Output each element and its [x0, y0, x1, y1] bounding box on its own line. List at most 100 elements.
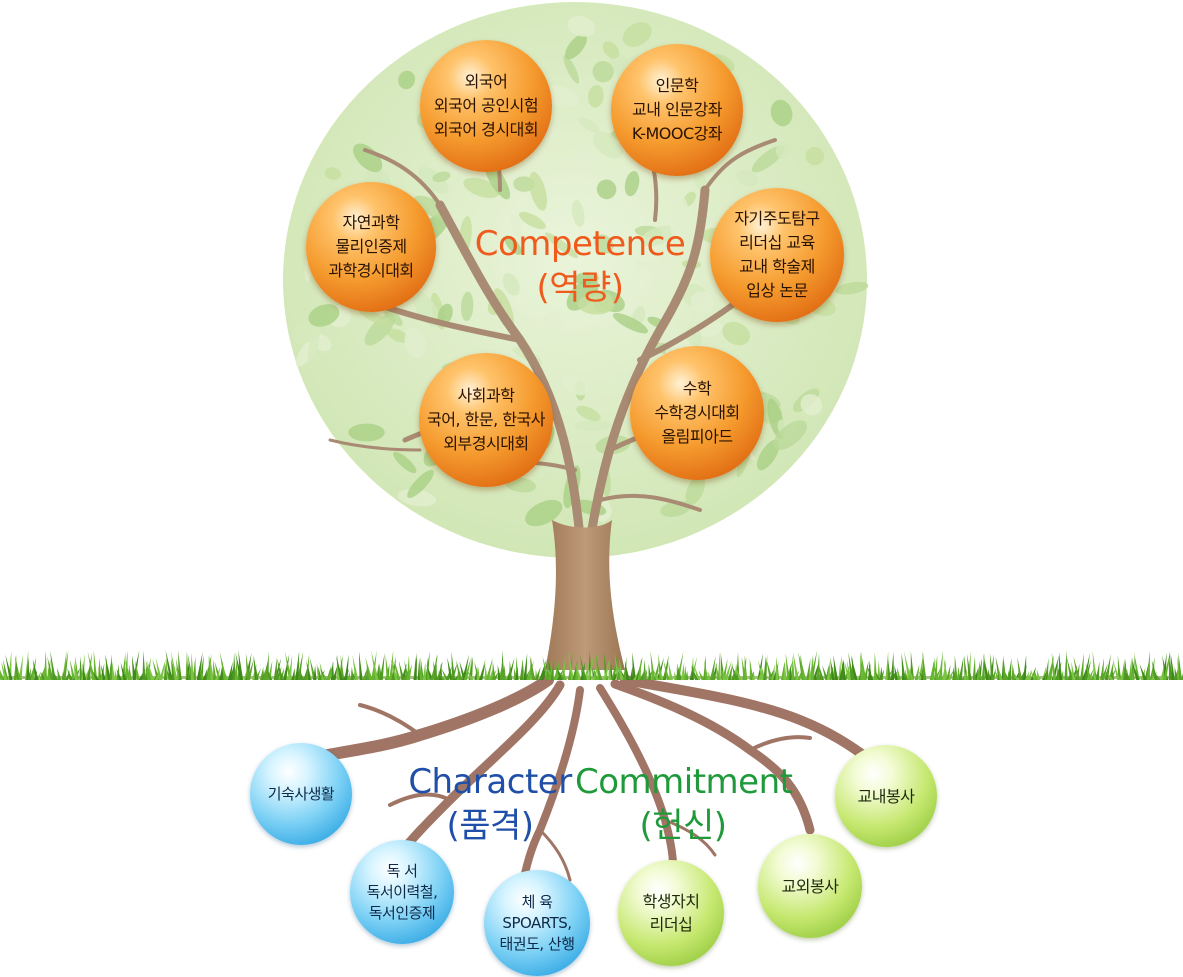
grass-blade — [885, 670, 892, 680]
leaf — [622, 22, 652, 47]
grass-blade — [550, 661, 554, 680]
grass-blade — [418, 662, 424, 680]
grass-blade — [933, 667, 941, 680]
grass-blade — [826, 657, 831, 680]
grass-blade — [611, 651, 619, 680]
grass-blade — [1146, 650, 1150, 680]
grass-blade — [394, 660, 401, 680]
grass-blade — [694, 665, 701, 680]
leaf — [587, 84, 604, 108]
grass-blade — [47, 656, 54, 680]
grass-blade — [1105, 653, 1111, 680]
grass-blade — [26, 657, 30, 680]
grass-blade — [128, 664, 132, 680]
grass-blade — [833, 655, 839, 680]
leaf — [504, 235, 522, 255]
grass-blade — [1121, 658, 1125, 680]
grass-blade — [1117, 655, 1122, 680]
grass-blade — [463, 657, 471, 680]
node-line: 외국어 경시대회 — [433, 120, 539, 139]
leaf — [574, 420, 613, 431]
grass-blade — [307, 663, 311, 680]
grass-blade — [30, 656, 37, 680]
leaf — [574, 272, 599, 285]
commitment-node-student-council: 학생자치 리더십 — [618, 860, 724, 966]
grass-blade — [592, 667, 597, 680]
leaf — [571, 150, 596, 171]
competence-node-social-science: 사회과학 국어, 한문, 한국사 외부경시대회 — [419, 353, 553, 487]
grass-blade — [1163, 651, 1171, 680]
grass-blade — [603, 657, 610, 680]
leaf — [307, 329, 320, 363]
grass-blade — [635, 656, 643, 680]
grass-blade — [785, 653, 791, 680]
grass-blade — [3, 659, 9, 680]
grass-blade — [385, 655, 390, 680]
competence-subtitle: (역량) — [536, 268, 624, 308]
leaf — [805, 146, 825, 166]
grass-blade — [822, 665, 829, 680]
grass-blade — [171, 665, 175, 680]
grass-blade — [1100, 658, 1104, 680]
grass-blade — [98, 666, 103, 680]
grass-blade — [1, 661, 8, 680]
commitment-title: Commitment — [575, 762, 793, 802]
grass-blade — [313, 665, 317, 680]
grass-blade — [235, 652, 243, 680]
grass-blade — [674, 671, 678, 680]
grass-blade — [542, 656, 550, 680]
grass-blade — [1085, 662, 1093, 680]
grass-blade — [844, 661, 851, 680]
node-line: 독서인증제 — [368, 903, 436, 922]
grass-blade — [273, 658, 282, 680]
node-line: 리더십 — [649, 915, 693, 934]
grass-blade — [327, 660, 335, 680]
grass-blade — [698, 670, 705, 680]
grass-blade — [939, 660, 943, 680]
grass-blade — [253, 654, 258, 680]
leaf — [538, 274, 559, 296]
grass-blade — [170, 651, 178, 680]
competence-title: Competence — [474, 224, 686, 264]
node-line: 자기주도탐구 — [734, 209, 820, 228]
grass-blade — [424, 651, 430, 680]
grass-blade — [596, 658, 603, 680]
grass-blade — [1064, 650, 1068, 680]
grass-blade — [422, 662, 426, 680]
grass-blade — [273, 657, 277, 680]
grass-blade — [809, 650, 818, 680]
leaf — [576, 405, 601, 422]
node-line: 인문학 — [655, 76, 699, 95]
grass-blade — [561, 666, 567, 680]
grass-blade — [735, 665, 743, 680]
grass-blade — [93, 650, 98, 680]
grass-blade — [799, 655, 807, 680]
grass-blade — [976, 660, 981, 680]
grass-blade — [451, 651, 456, 680]
grass-blade — [255, 668, 259, 680]
grass-blade — [897, 667, 901, 680]
trunk — [545, 520, 625, 670]
grass-blade — [749, 662, 753, 680]
grass-blade — [731, 663, 739, 680]
grass-blade — [715, 663, 721, 680]
grass-blade — [320, 668, 328, 680]
grass-blade — [744, 655, 748, 680]
leaf — [800, 394, 823, 416]
grass-blade — [709, 655, 716, 680]
grass-blade — [1030, 666, 1036, 680]
grass-blade — [39, 665, 46, 680]
grass-blade — [519, 659, 523, 680]
grass-blade — [690, 664, 694, 680]
competence-node-self-directed-inquiry: 자기주도탐구 리더십 교육 교내 학술제 입상 논문 — [710, 188, 844, 322]
grass-blade — [245, 653, 250, 680]
grass-blade — [1170, 653, 1175, 680]
grass-blade — [991, 668, 997, 680]
grass-blade — [1066, 656, 1074, 680]
grass-blade — [202, 668, 208, 680]
grass-blade — [155, 657, 163, 680]
leaf — [578, 117, 600, 133]
leaf — [685, 474, 706, 506]
character-node-reading: 독 서 독서이력철, 독서인증제 — [350, 840, 454, 944]
node-line: 독 서 — [386, 861, 418, 880]
